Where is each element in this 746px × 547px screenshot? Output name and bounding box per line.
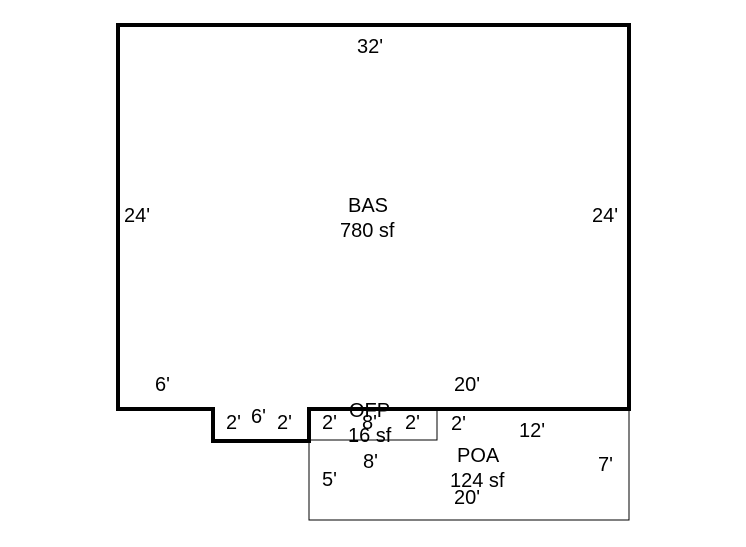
dim-poa-bottom: 20' bbox=[454, 487, 481, 509]
dim-poa-top-right: 12' bbox=[519, 420, 546, 442]
dim-bas-left: 24' bbox=[124, 205, 151, 227]
dim-poa-left: 5' bbox=[322, 469, 337, 491]
dim-poa-top-left: 2' bbox=[451, 413, 466, 435]
dim-ofp-left: 2' bbox=[322, 412, 337, 434]
dim-bas-bottom-right: 20' bbox=[454, 374, 481, 396]
ofp-size-label: 16 sf bbox=[348, 425, 392, 447]
dim-poa-right: 7' bbox=[598, 454, 613, 476]
dim-bas-right: 24' bbox=[592, 205, 619, 227]
dim-ofp-bottom: 8' bbox=[363, 451, 378, 473]
bas-size-label: 780 sf bbox=[340, 220, 395, 242]
dim-notch-bottom: 6' bbox=[251, 406, 266, 428]
dim-bas-bottom-left: 6' bbox=[155, 374, 170, 396]
poa-code-label: POA bbox=[457, 445, 500, 467]
bas-code-label: BAS bbox=[348, 195, 389, 217]
dim-bas-top: 32' bbox=[357, 36, 384, 58]
poa-size-label: 124 sf bbox=[450, 470, 505, 492]
bas-outline bbox=[116, 23, 631, 443]
dim-ofp-top: 8' bbox=[362, 412, 377, 434]
dim-notch-left: 2' bbox=[226, 412, 241, 434]
ofp-code-label: OFP bbox=[349, 400, 391, 422]
dim-ofp-right: 2' bbox=[405, 412, 420, 434]
dim-notch-right: 2' bbox=[277, 412, 292, 434]
